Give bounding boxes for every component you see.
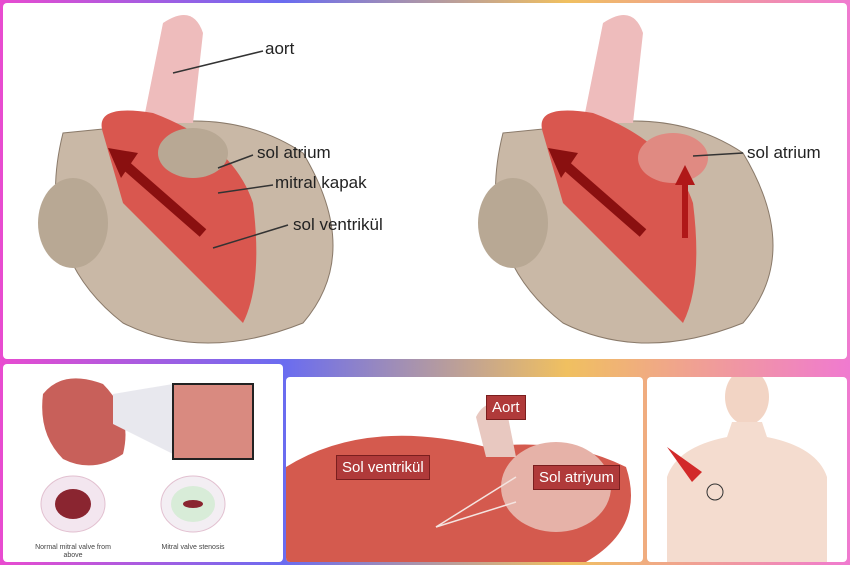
tag-left-atrium: Sol atriyum — [533, 465, 621, 490]
chest-pain-panel — [647, 377, 847, 562]
regurgitation-heart-illustration — [478, 15, 774, 344]
label-left-ventricle: sol ventrikül — [293, 215, 383, 234]
tag-left-ventricle: Sol ventrikül — [336, 455, 430, 480]
heart-comparison-panel: aort sol atrium mitral kapak sol ventrik… — [3, 3, 847, 359]
label-left-atrium: sol atrium — [257, 143, 331, 162]
label-aorta: aort — [265, 39, 295, 58]
caption-normal-valve: Normal mitral valve from above — [35, 544, 111, 559]
mitral-valve-illustration — [40, 378, 254, 533]
tag-aorta: Aort — [486, 395, 526, 420]
heart-cross-section-panel: Aort Sol ventrikül Sol atriyum — [286, 377, 643, 562]
normal-heart-illustration — [38, 15, 334, 344]
mitral-stenosis-panel: Normal mitral valve from above Mitral va… — [3, 364, 283, 562]
torso-illustration — [667, 377, 827, 562]
pointer-arrow-icon — [667, 447, 702, 482]
label-mitral-valve: mitral kapak — [275, 173, 367, 192]
caption-valve-stenosis: Mitral valve stenosis — [161, 544, 225, 551]
label-left-atrium-right: sol atrium — [747, 143, 821, 162]
